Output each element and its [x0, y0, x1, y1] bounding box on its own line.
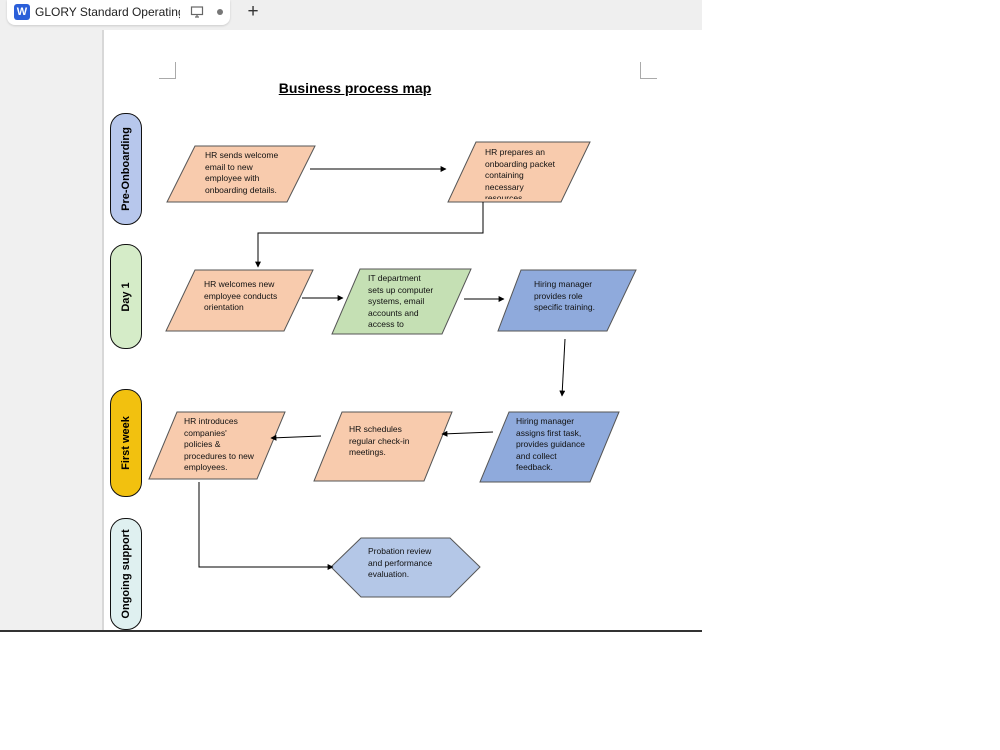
unsaved-dot-icon	[217, 9, 223, 15]
arrow-policies-to-review	[198, 482, 334, 570]
word-app-icon: W	[14, 4, 30, 20]
tab-bar: W GLORY Standard Operating Pr +	[0, 0, 702, 30]
lane-ongoing-support: Ongoing support	[110, 518, 142, 630]
shape-welcome-email[interactable]	[166, 145, 316, 203]
shape-role-training[interactable]	[497, 269, 637, 332]
crop-mark-top-left	[159, 62, 176, 79]
crop-mark-top-right	[640, 62, 657, 79]
document-title: Business process map	[278, 80, 432, 96]
shape-first-task[interactable]	[479, 411, 620, 483]
shape-it-setup[interactable]	[331, 268, 472, 335]
step-onboarding-packet-text: HR prepares an onboarding packet contain…	[485, 147, 555, 199]
arrow-task-to-checkins	[441, 430, 494, 437]
shape-policies[interactable]	[148, 411, 286, 480]
monitor-icon	[190, 6, 204, 18]
step-it-setup-text: IT department sets up computer systems, …	[368, 273, 434, 329]
tab-title: GLORY Standard Operating Pr	[35, 5, 180, 19]
step-check-ins-text: HR schedules regular check-in meetings.	[349, 424, 410, 457]
arrow-packet-to-orientation	[255, 202, 484, 268]
step-probation-review-text: Probation review and performance evaluat…	[368, 546, 433, 579]
page-edge	[102, 30, 104, 630]
page-bottom-divider	[0, 630, 702, 632]
lane-first-week: First week	[110, 389, 142, 497]
document-margin	[0, 30, 103, 630]
lane-day-1: Day 1	[110, 244, 142, 349]
new-tab-button[interactable]: +	[247, 1, 259, 22]
step-welcome-email-text: HR sends welcome email to new employee w…	[205, 150, 279, 195]
step-first-task-text: Hiring manager assigns first task, provi…	[516, 416, 585, 472]
arrow-checkins-to-policies	[270, 434, 322, 441]
step-policies-text: HR introduces companies' policies & proc…	[184, 416, 254, 472]
arrow-training-to-task	[559, 338, 566, 397]
shape-probation-review[interactable]	[330, 537, 481, 598]
shape-onboarding-packet[interactable]	[447, 141, 591, 203]
document-tab[interactable]: W GLORY Standard Operating Pr	[7, 0, 230, 25]
shape-check-ins[interactable]	[313, 411, 453, 482]
shape-welcome-orientation[interactable]	[165, 269, 314, 332]
step-welcome-orientation-text: HR welcomes new employee conducts orient…	[204, 279, 278, 312]
step-role-training-text: Hiring manager provides role specific tr…	[534, 279, 595, 312]
lane-pre-onboarding: Pre-Onboarding	[110, 113, 142, 225]
